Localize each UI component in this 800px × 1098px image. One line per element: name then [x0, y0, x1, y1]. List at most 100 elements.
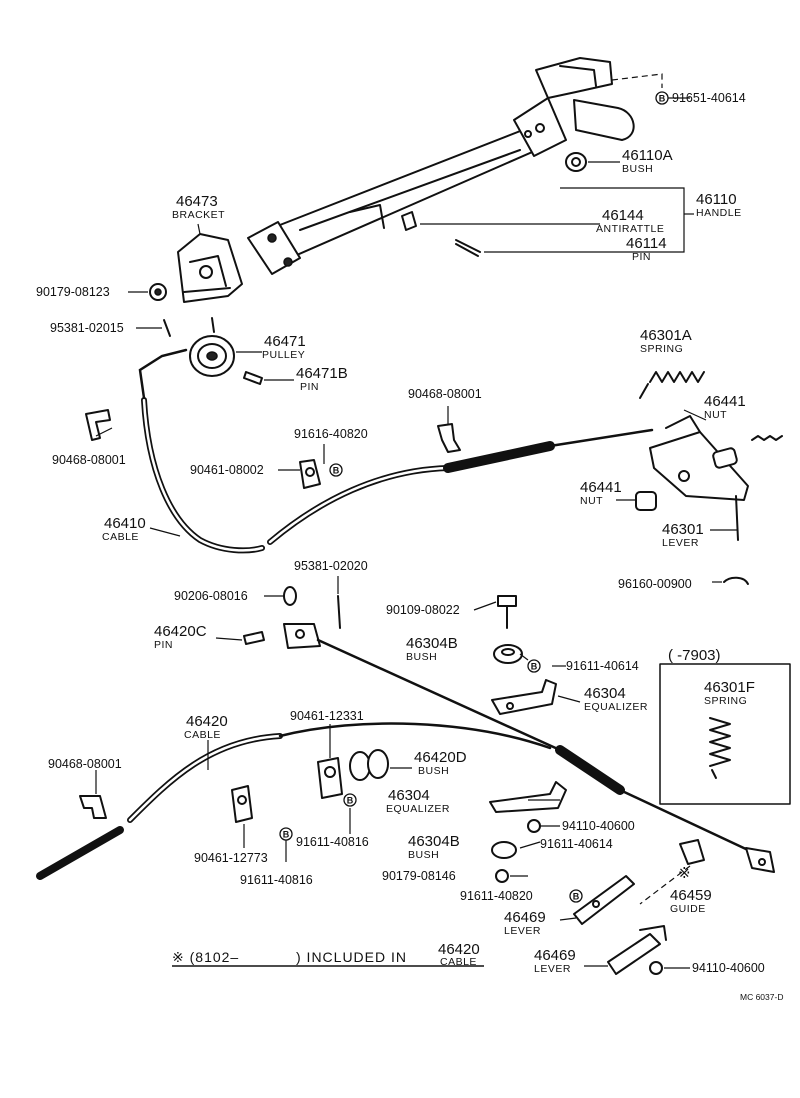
label-46301: 46301	[662, 521, 704, 538]
label-46473: 46473	[176, 193, 218, 210]
label-46420: 46420	[186, 713, 228, 730]
label-91611-40816-left: 91611-40816	[240, 873, 313, 887]
label-46304B-lower-name: BUSH	[408, 849, 439, 861]
label-94110-40600-lower: 94110-40600	[692, 961, 765, 975]
label-46471B-name: PIN	[300, 381, 319, 393]
label-46473-name: BRACKET	[172, 209, 225, 221]
bush-46110A	[565, 152, 587, 172]
clip-90468-08001-lower	[79, 795, 107, 819]
label-46304-upper: 46304	[584, 685, 626, 702]
b-markers: B B B B B B	[279, 91, 669, 903]
nut-46441-upper	[712, 447, 738, 469]
footnote-part: 46420	[438, 941, 480, 958]
label-46469-lower-name: LEVER	[534, 963, 571, 975]
label-46110: 46110	[696, 191, 737, 208]
clip-90468-08001-left	[85, 409, 111, 441]
label-90461-12331: 90461-12331	[290, 709, 364, 723]
label-91611-40614-lower: 91611-40614	[540, 837, 613, 851]
equalizer-46304-upper	[491, 679, 557, 715]
bush-46304B-upper	[493, 644, 523, 664]
spring-tail	[751, 435, 783, 441]
inset-7903-box	[659, 663, 791, 805]
label-90109-08022: 90109-08022	[386, 603, 460, 617]
label-94110-40600-upper: 94110-40600	[562, 819, 635, 833]
nut-94110-40600-upper	[527, 819, 541, 833]
label-95381-02015: 95381-02015	[50, 321, 124, 335]
label-46304B-lower: 46304B	[408, 833, 460, 850]
label-90468-08001-left: 90468-08001	[52, 453, 126, 467]
clamp-90461-12331	[317, 757, 343, 799]
label-range-7903: ( -7903)	[668, 647, 721, 664]
label-46459-name: GUIDE	[670, 903, 706, 915]
label-96160-00900: 96160-00900	[618, 577, 692, 591]
label-46441-lower-name: NUT	[580, 495, 603, 507]
cable-46420	[36, 722, 750, 880]
pin-46114	[455, 239, 481, 257]
b-marker-91611-40816-left: B	[279, 827, 293, 841]
label-46110A-name: BUSH	[622, 163, 653, 175]
label-91616-40820: 91616-40820	[294, 427, 368, 441]
b-marker-91616: B	[329, 463, 343, 477]
label-46304-upper-name: EQUALIZER	[584, 701, 648, 713]
bracket-46473	[177, 233, 243, 303]
svg-text:B: B	[531, 662, 538, 672]
label-90179-08123: 90179-08123	[36, 285, 110, 299]
label-46301A-name: SPRING	[640, 343, 683, 355]
lever-46301	[649, 415, 749, 541]
svg-text:B: B	[347, 796, 354, 806]
label-46144: 46144	[602, 207, 644, 224]
label-46144-name: ANTIRATTLE	[596, 223, 664, 235]
label-46304-lower-name: EQUALIZER	[386, 803, 450, 815]
nut-90179-08146	[495, 869, 509, 883]
label-46420-name: CABLE	[184, 729, 221, 741]
pin-46471B	[243, 371, 263, 385]
label-46304-lower: 46304	[388, 787, 430, 804]
clamp-90461-08002	[299, 459, 321, 489]
label-46410: 46410	[104, 515, 146, 532]
label-46420C-name: PIN	[154, 639, 173, 651]
label-90179-08146: 90179-08146	[382, 869, 456, 883]
lever-46469-upper	[573, 875, 635, 925]
guide-46459	[639, 839, 705, 905]
nut-94110-40600-lower	[649, 961, 663, 975]
label-46471-name: PULLEY	[262, 349, 305, 361]
label-46471B: 46471B	[296, 365, 348, 382]
b-marker-91611-40614-upper: B	[527, 659, 541, 673]
equalizer-46304-lower	[489, 781, 567, 813]
label-46110A: 46110A	[622, 147, 673, 164]
pin-95381-02015	[163, 319, 171, 337]
label-46110-name: HANDLE	[696, 207, 742, 219]
label-90468-08001-top: 90468-08001	[408, 387, 482, 401]
b-marker-91651: B	[655, 91, 669, 105]
label-90461-12773: 90461-12773	[194, 851, 268, 865]
label-46420D: 46420D	[414, 749, 467, 766]
cable-end-clevis	[745, 847, 775, 873]
label-91651-40614: 91651-40614	[672, 91, 746, 105]
label-46420D-name: BUSH	[418, 765, 449, 777]
clip-96160-00900	[723, 576, 749, 585]
label-91611-40820: 91611-40820	[460, 889, 533, 903]
label-90461-08002: 90461-08002	[190, 463, 264, 477]
svg-text:B: B	[573, 892, 580, 902]
label-90206-08016: 90206-08016	[174, 589, 248, 603]
footnote: ※ (8102– ) INCLUDED IN 46420 CABLE	[172, 941, 480, 968]
label-46301-name: LEVER	[662, 537, 699, 549]
label-46301A: 46301A	[640, 327, 692, 344]
label-46301F-name: SPRING	[704, 695, 747, 707]
bush-46304B-lower	[491, 841, 517, 859]
label-46469-lower: 46469	[534, 947, 576, 964]
callout-labels: 91651-40614 46110A BUSH 46110 HANDLE 461…	[36, 91, 765, 975]
label-46304B-upper-name: BUSH	[406, 651, 437, 663]
footnote-middle: ) INCLUDED IN	[296, 949, 407, 965]
lever-46469-lower	[607, 925, 667, 975]
label-90468-08001-lower: 90468-08001	[48, 757, 122, 771]
label-91611-40614-upper: 91611-40614	[566, 659, 639, 673]
bush-46420D	[349, 749, 389, 781]
antirattle-46144	[401, 211, 417, 231]
cable-46410-rear	[267, 428, 654, 545]
figure-code: MC 6037-D	[740, 992, 783, 1002]
b-marker-91611-40816-right: B	[343, 793, 357, 807]
washer-90206-08016	[283, 586, 297, 606]
nut-90179-08123	[149, 283, 167, 301]
asterisk-46459: ※	[678, 865, 691, 882]
